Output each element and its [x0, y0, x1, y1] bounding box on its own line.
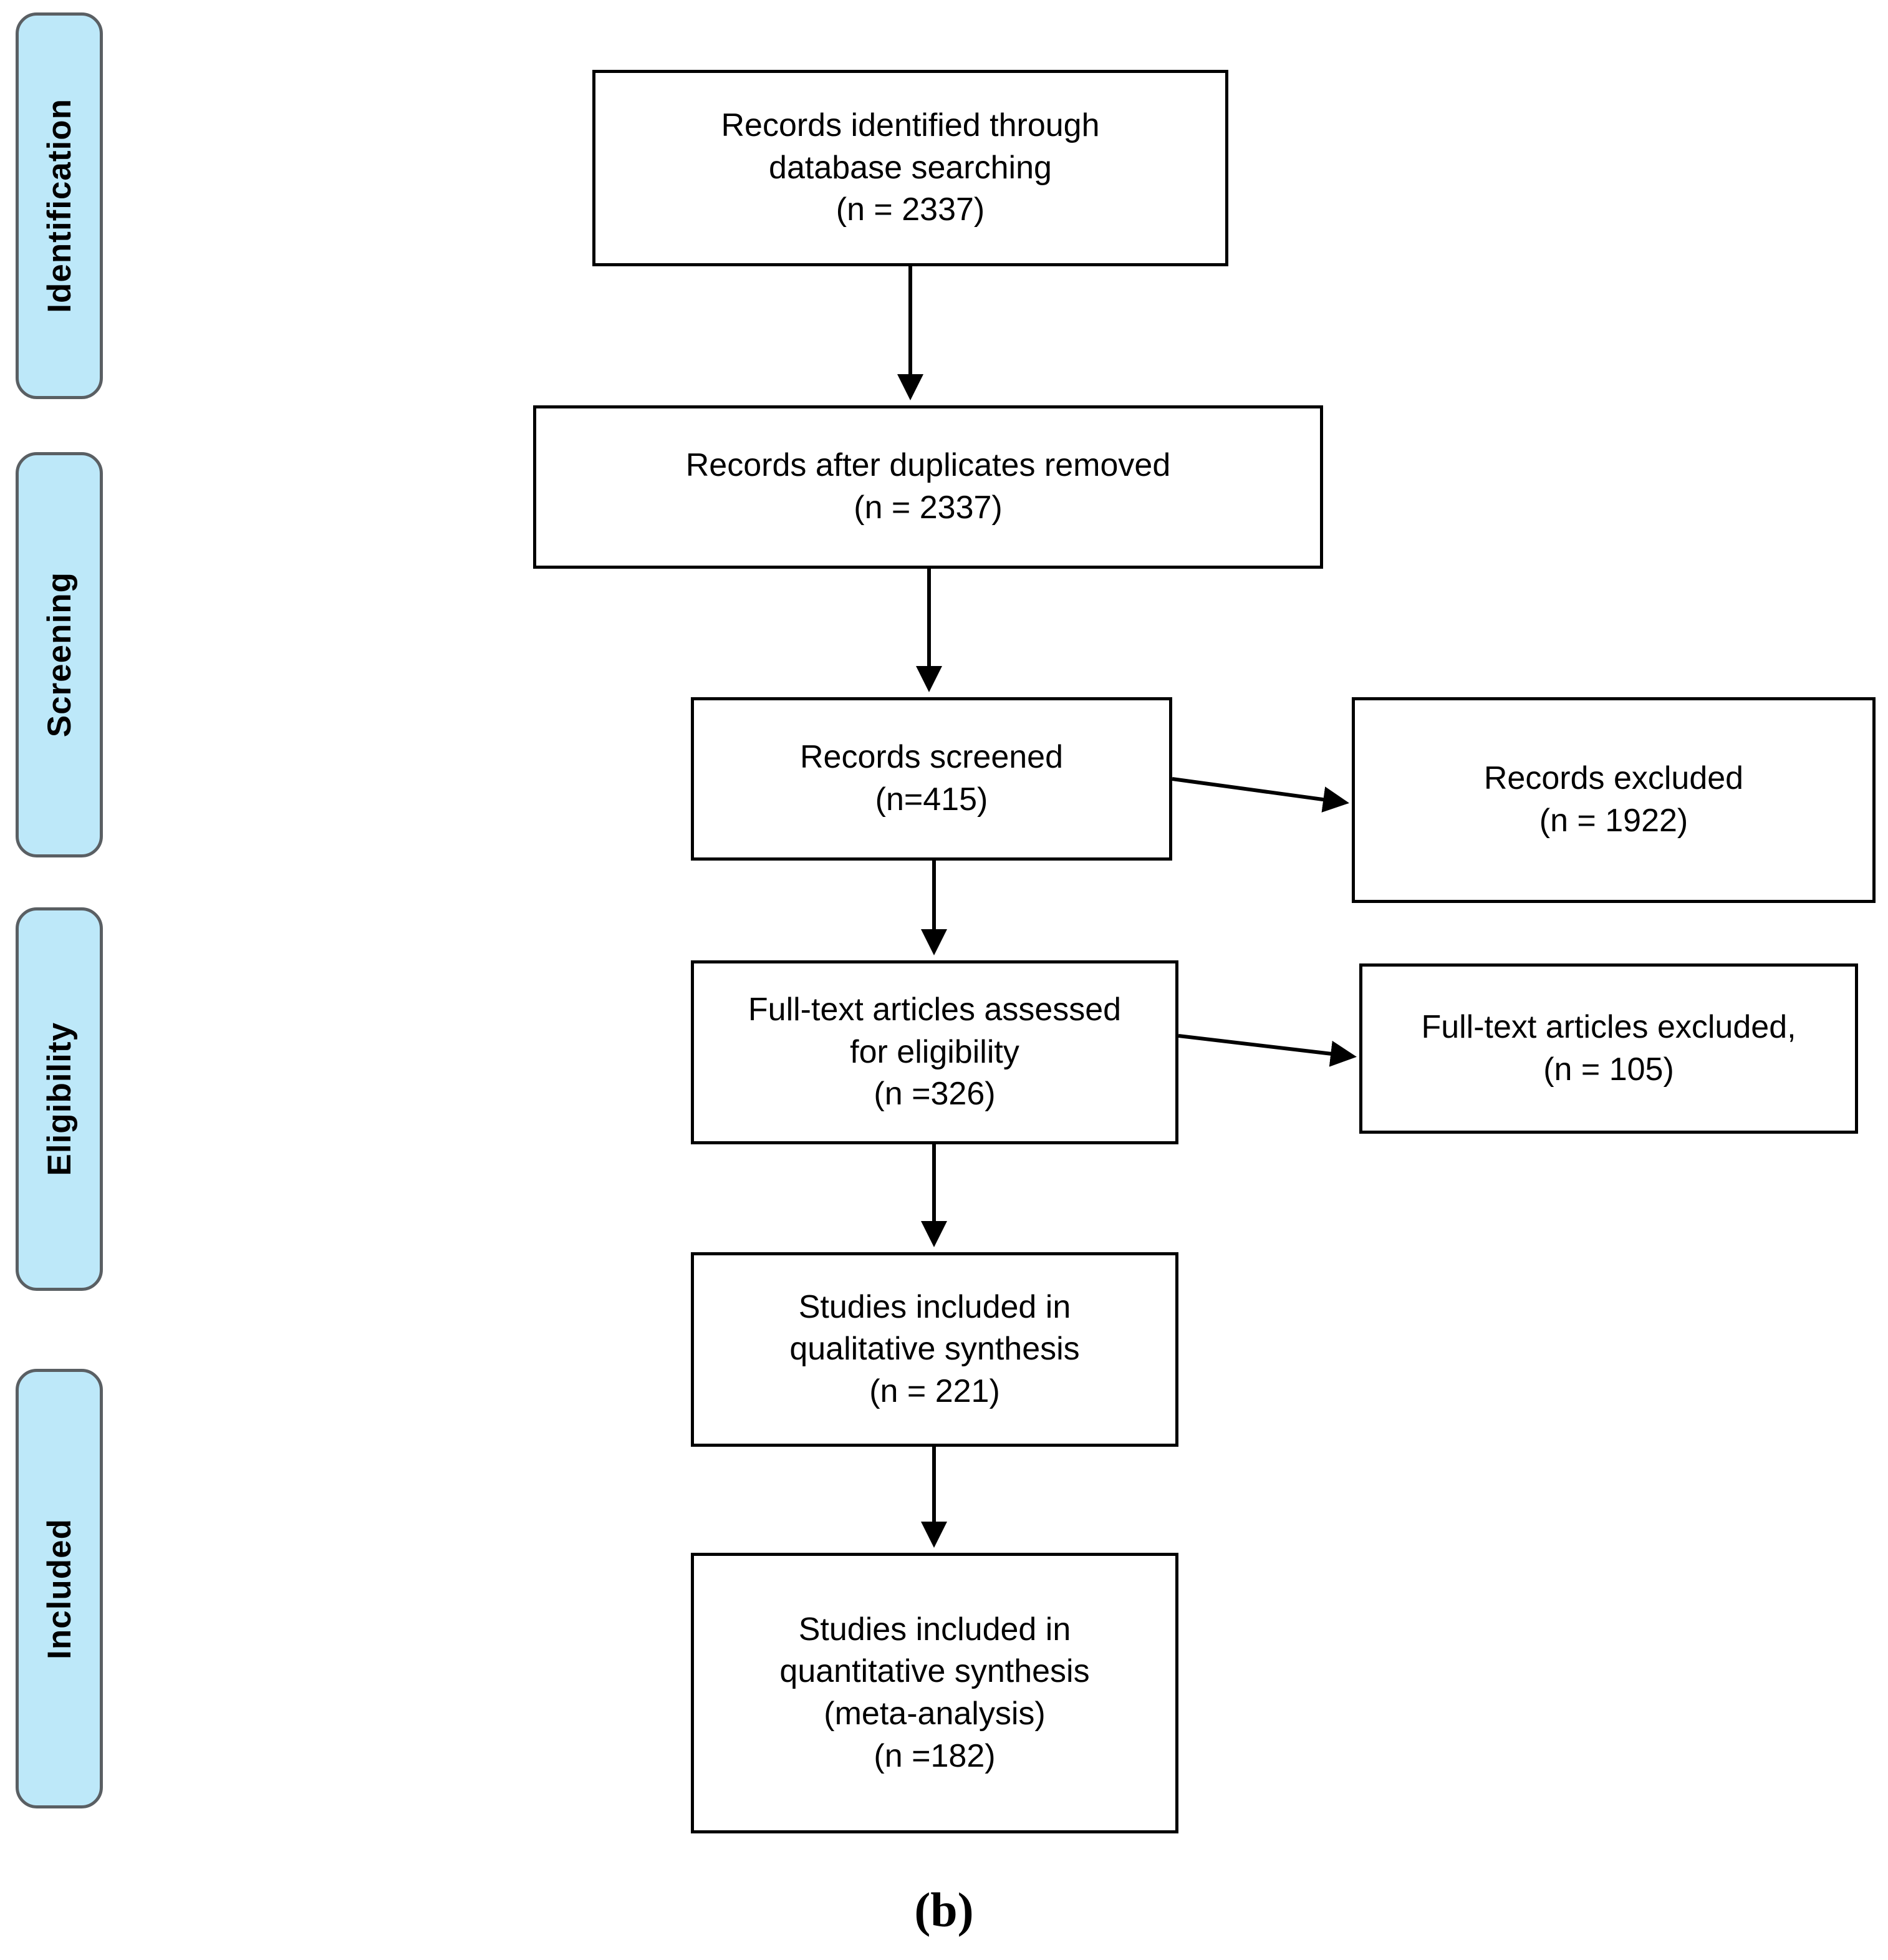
box-qualitative-synthesis-line-2: qualitative synthesis [789, 1331, 1080, 1368]
stage-label-included-text: Included [41, 1518, 78, 1659]
box-records-identified: Records identified through database sear… [592, 70, 1228, 266]
box-quantitative-synthesis: Studies included in quantitative synthes… [691, 1553, 1178, 1833]
box-quantitative-synthesis-line-4: (n =182) [874, 1737, 996, 1774]
box-qualitative-synthesis-line-3: (n = 221) [869, 1373, 1000, 1409]
box-records-excluded-line-2: (n = 1922) [1539, 803, 1688, 839]
box-quantitative-synthesis-line-1: Studies included in [798, 1611, 1071, 1648]
box-records-screened-line-2: (n=415) [875, 781, 988, 818]
box-quantitative-synthesis-line-3: (meta-analysis) [824, 1696, 1046, 1732]
box-records-after-duplicates-line-1: Records after duplicates removed [685, 447, 1171, 484]
stage-label-eligibility: Eligibility [16, 907, 103, 1291]
box-records-after-duplicates-line-2: (n = 2337) [854, 490, 1003, 526]
box-records-identified-line-3: (n = 2337) [836, 191, 985, 228]
box-fulltext-excluded: Full-text articles excluded, (n = 105) [1359, 963, 1858, 1134]
stage-label-identification: Identification [16, 12, 103, 399]
stage-label-included: Included [16, 1369, 103, 1808]
box-fulltext-assessed-line-3: (n =326) [874, 1076, 996, 1113]
box-qualitative-synthesis: Studies included in qualitative synthesi… [691, 1252, 1178, 1447]
box-fulltext-assessed-line-2: for eligibility [850, 1033, 1019, 1070]
box-records-screened: Records screened (n=415) [691, 697, 1172, 861]
stage-label-screening: Screening [16, 452, 103, 857]
box-fulltext-excluded-line-2: (n = 105) [1543, 1051, 1674, 1088]
box-records-identified-line-2: database searching [769, 149, 1052, 186]
box-fulltext-assessed: Full-text articles assessed for eligibil… [691, 960, 1178, 1144]
box-records-excluded: Records excluded (n = 1922) [1352, 697, 1876, 903]
box-records-identified-line-1: Records identified through [721, 107, 1100, 144]
box-qualitative-synthesis-line-1: Studies included in [798, 1288, 1071, 1325]
stage-label-screening-text: Screening [41, 572, 78, 738]
box-records-after-duplicates: Records after duplicates removed (n = 23… [533, 405, 1323, 569]
box-fulltext-excluded-line-1: Full-text articles excluded, [1421, 1008, 1796, 1045]
box-quantitative-synthesis-line-2: quantitative synthesis [779, 1653, 1090, 1690]
stage-label-eligibility-text: Eligibility [41, 1022, 78, 1176]
box-records-excluded-line-1: Records excluded [1483, 760, 1744, 797]
box-fulltext-assessed-line-1: Full-text articles assessed [748, 992, 1122, 1028]
arrow-screened-to-excluded [1172, 777, 1349, 813]
box-records-screened-line-1: Records screened [800, 739, 1063, 776]
figure-caption: (b) [914, 1883, 974, 1937]
arrow-fulltext-to-excluded [1178, 1034, 1357, 1067]
stage-label-identification-text: Identification [41, 99, 78, 313]
